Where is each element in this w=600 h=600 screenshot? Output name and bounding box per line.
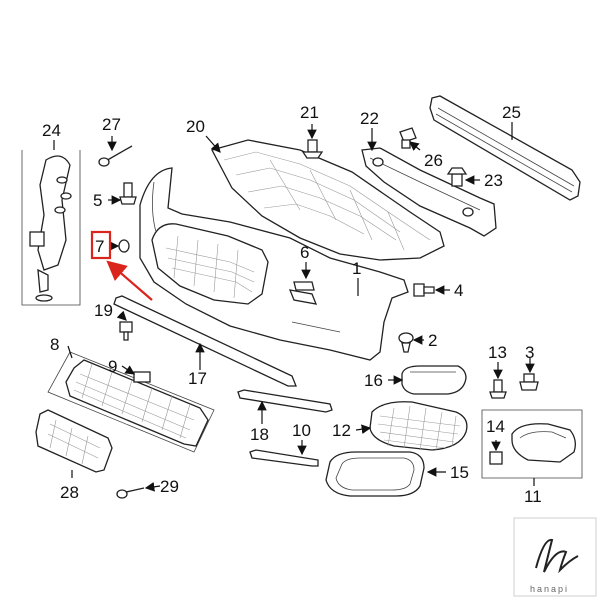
part-22-bracket <box>361 147 497 237</box>
part-3-clip <box>519 373 539 391</box>
part-26-bolt <box>399 127 417 149</box>
callout-8: 8 <box>50 335 59 354</box>
part-14-bulb <box>489 451 503 465</box>
callout-19: 19 <box>94 301 113 320</box>
callout-26: 26 <box>424 151 443 170</box>
callout-10: 10 <box>292 421 311 440</box>
callout-15: 15 <box>450 463 469 482</box>
part-27-bolt <box>98 145 133 167</box>
callout-4: 4 <box>454 281 463 300</box>
callout-11: 11 <box>524 487 542 506</box>
part-9-clip <box>133 371 151 383</box>
part-2-clip <box>398 332 414 353</box>
callout-22: 22 <box>360 109 379 128</box>
callout-13: 13 <box>488 343 507 362</box>
callout-5: 5 <box>93 191 102 210</box>
callout-6: 6 <box>300 243 309 262</box>
watermark-text: hanapi <box>530 584 569 594</box>
callout-23: 23 <box>484 171 503 190</box>
part-25-reinforcement-beam <box>429 95 581 201</box>
part-5-bolt <box>119 182 137 205</box>
part-7-clip <box>118 239 130 253</box>
part-1-bumper-cover <box>139 167 409 361</box>
part-23-bolt <box>446 167 468 187</box>
callout-12: 12 <box>332 421 351 440</box>
part-16-fog-cover <box>401 365 467 395</box>
callout-20: 20 <box>186 117 205 136</box>
part-6-tow-cover <box>293 281 315 291</box>
callout-16: 16 <box>364 371 383 390</box>
part-12-fog-grille <box>369 401 468 451</box>
callout-7: 7 <box>95 237 104 256</box>
leader-lines <box>53 122 535 492</box>
callout-27: 27 <box>102 115 121 134</box>
callout-14: 14 <box>486 417 505 436</box>
part-21-bolt <box>301 139 324 159</box>
callout-25: 25 <box>502 103 521 122</box>
callout-24: 24 <box>42 121 61 140</box>
part-29-screw <box>116 487 145 499</box>
watermark: hanapi <box>513 517 597 597</box>
callout-1: 1 <box>352 259 361 278</box>
part-28-plate-bracket <box>35 409 113 473</box>
highlight-part-7 <box>90 230 153 301</box>
callout-17: 17 <box>188 369 207 388</box>
callout-28: 28 <box>60 483 79 502</box>
part-11-group <box>481 409 583 479</box>
part-15-fog-surround <box>325 451 425 497</box>
callout-18: 18 <box>250 425 269 444</box>
callout-9: 9 <box>108 357 117 376</box>
part-17-molding-strip <box>113 295 297 387</box>
part-10-trim-strip <box>249 449 319 467</box>
part-24-bracket-group <box>21 150 81 306</box>
callout-2: 2 <box>428 331 437 350</box>
watermark-logo-icon <box>535 538 579 574</box>
callout-labels: 24 27 5 7 20 21 22 25 26 23 6 1 4 19 2 8… <box>42 103 542 506</box>
callout-29: 29 <box>160 477 179 496</box>
callout-3: 3 <box>525 343 534 362</box>
callout-21: 21 <box>300 103 319 122</box>
part-4-bolt <box>413 283 435 297</box>
part-8-lower-grille <box>47 351 215 453</box>
part-19-clip <box>119 321 133 341</box>
part-18-trim-strip <box>237 389 333 413</box>
part-13-bolt <box>489 379 507 399</box>
